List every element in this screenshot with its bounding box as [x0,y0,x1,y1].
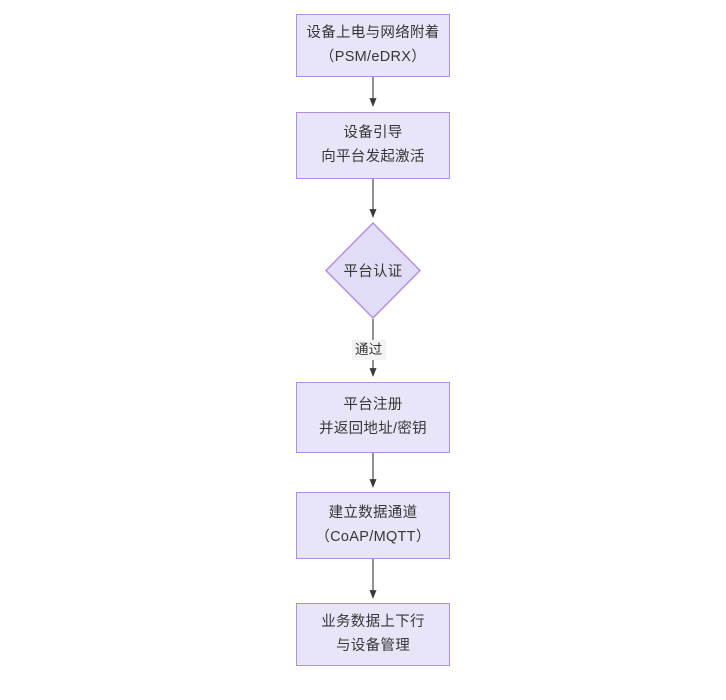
flow-node-device-bootstrap[interactable]: 设备引导 向平台发起激活 [296,112,450,179]
flow-node-line-1: 设备引导 [343,125,403,142]
flow-node-line-1: 平台认证 [343,264,403,280]
flow-node-line-1: 平台注册 [343,397,403,414]
flow-node-platform-auth-decision[interactable]: 平台认证 [325,222,421,319]
flow-node-line-1: 设备上电与网络附着 [306,25,440,42]
flow-node-device-power-on[interactable]: 设备上电与网络附着 （PSM/eDRX） [296,14,450,77]
flow-node-line-2: （CoAP/MQTT） [315,528,431,545]
flow-node-platform-registration[interactable]: 平台注册 并返回地址/密钥 [296,382,450,453]
flow-node-line-1: 业务数据上下行 [321,614,425,631]
flow-node-line-2: 与设备管理 [336,637,410,654]
edge-label-text: 通过 [355,342,383,357]
flow-node-establish-data-channel[interactable]: 建立数据通道 （CoAP/MQTT） [296,492,450,559]
flow-node-line-2: 并返回地址/密钥 [319,420,427,437]
flow-node-business-data-and-device-management[interactable]: 业务数据上下行 与设备管理 [296,603,450,666]
edge-label-pass: 通过 [352,340,386,361]
flow-node-line-1: 建立数据通道 [328,505,418,522]
flow-node-line-2: 向平台发起激活 [321,148,425,165]
diamond-shape [325,222,421,319]
flow-node-line-2: （PSM/eDRX） [319,48,427,65]
